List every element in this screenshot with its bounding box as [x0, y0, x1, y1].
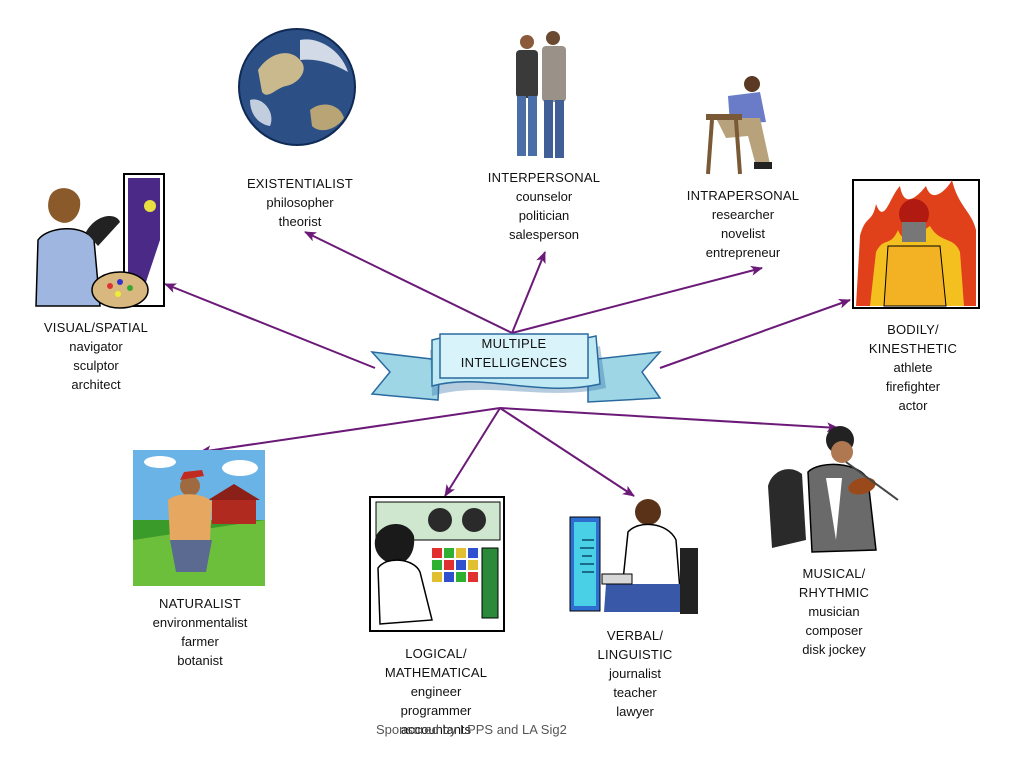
example-job: firefighter: [885, 379, 941, 394]
category-title: INTERPERSONAL: [487, 170, 601, 185]
visual-spatial-label: VISUAL/SPATIAL navigator sculptor archit…: [34, 318, 158, 394]
naturalist-label: NATURALIST environmentalist farmer botan…: [132, 594, 268, 670]
woman-at-control-panel-image: [369, 496, 505, 632]
earth-globe-image: [238, 28, 356, 146]
example-job: politician: [518, 208, 570, 223]
center-title-line2: INTELLIGENCES: [460, 355, 568, 370]
musical-rhythmic-label: MUSICAL/ RHYTHMIC musician composer disk…: [770, 564, 898, 659]
category-title: RHYTHMIC: [798, 585, 870, 600]
example-job: counselor: [515, 189, 573, 204]
category-title: MATHEMATICAL: [384, 665, 488, 680]
example-job: botanist: [177, 653, 223, 668]
example-job: theorist: [278, 214, 322, 229]
connector-arrows: [164, 231, 851, 497]
example-job: journalist: [608, 666, 662, 681]
center-title: MULTIPLE INTELLIGENCES: [440, 334, 588, 372]
interpersonal-label: INTERPERSONAL counselor politician sales…: [478, 168, 610, 244]
example-job: sculptor: [73, 358, 119, 373]
example-job: novelist: [720, 226, 766, 241]
example-job: athlete: [893, 360, 933, 375]
arrow-to-intrapersonal: [511, 265, 763, 334]
two-people-standing-image: [516, 31, 566, 158]
example-job: farmer: [181, 634, 219, 649]
category-title: LOGICAL/: [405, 646, 467, 661]
example-job: engineer: [410, 684, 462, 699]
painter-with-palette-image: [35, 173, 165, 309]
example-job: teacher: [613, 685, 657, 700]
arrow-to-visual-spatial: [164, 283, 376, 369]
man-at-computer-image: [569, 499, 698, 614]
intrapersonal-label: INTRAPERSONAL researcher novelist entrep…: [680, 186, 806, 262]
arrow-to-bodily-kinesthetic: [659, 298, 851, 369]
example-job: philosopher: [266, 195, 334, 210]
center-ribbon: [370, 333, 662, 403]
category-title: MUSICAL/: [802, 566, 866, 581]
farmer-in-field-image: [133, 450, 265, 586]
example-job: actor: [898, 398, 928, 413]
example-job: entrepreneur: [705, 245, 781, 260]
example-job: environmentalist: [152, 615, 248, 630]
category-title: LINGUISTIC: [597, 647, 673, 662]
example-job: disk jockey: [802, 642, 866, 657]
logical-mathematical-label: LOGICAL/ MATHEMATICAL engineer programme…: [366, 644, 506, 739]
example-job: musician: [808, 604, 860, 619]
existentialist-label: EXISTENTIALIST philosopher theorist: [238, 174, 362, 231]
example-job: composer: [805, 623, 863, 638]
example-job: architect: [71, 377, 121, 392]
example-job: navigator: [69, 339, 123, 354]
button-grid: [432, 548, 478, 582]
firefighter-in-flames-image: [852, 179, 980, 309]
example-job: accountants: [400, 722, 472, 737]
arrow-to-naturalist: [199, 407, 501, 456]
thinker-on-stool-image: [706, 76, 772, 175]
category-title: NATURALIST: [159, 596, 241, 611]
arrow-to-verbal-linguistic: [499, 407, 635, 497]
category-title: EXISTENTIALIST: [246, 176, 354, 191]
sponsor-footer: Sponsored by LPPS and LA Sig2: [376, 722, 567, 737]
category-title: INTRAPERSONAL: [686, 188, 800, 203]
violinist-image: [768, 426, 899, 553]
bodily-kinesthetic-label: BODILY/ KINESTHETIC athlete firefighter …: [850, 320, 976, 415]
verbal-linguistic-label: VERBAL/ LINGUISTIC journalist teacher la…: [572, 626, 698, 721]
arrow-to-existentialist: [304, 231, 513, 334]
example-job: programmer: [400, 703, 472, 718]
category-title: BODILY/: [887, 322, 939, 337]
arrow-to-interpersonal: [511, 251, 546, 334]
category-title: VISUAL/SPATIAL: [43, 320, 149, 335]
category-title: VERBAL/: [606, 628, 664, 643]
example-job: lawyer: [616, 704, 654, 719]
category-title: KINESTHETIC: [868, 341, 958, 356]
arrow-to-logical-mathematical: [444, 407, 501, 497]
center-title-line1: MULTIPLE: [481, 336, 547, 351]
example-job: researcher: [711, 207, 775, 222]
example-job: salesperson: [508, 227, 580, 242]
arrow-to-musical-rhythmic: [499, 407, 839, 433]
